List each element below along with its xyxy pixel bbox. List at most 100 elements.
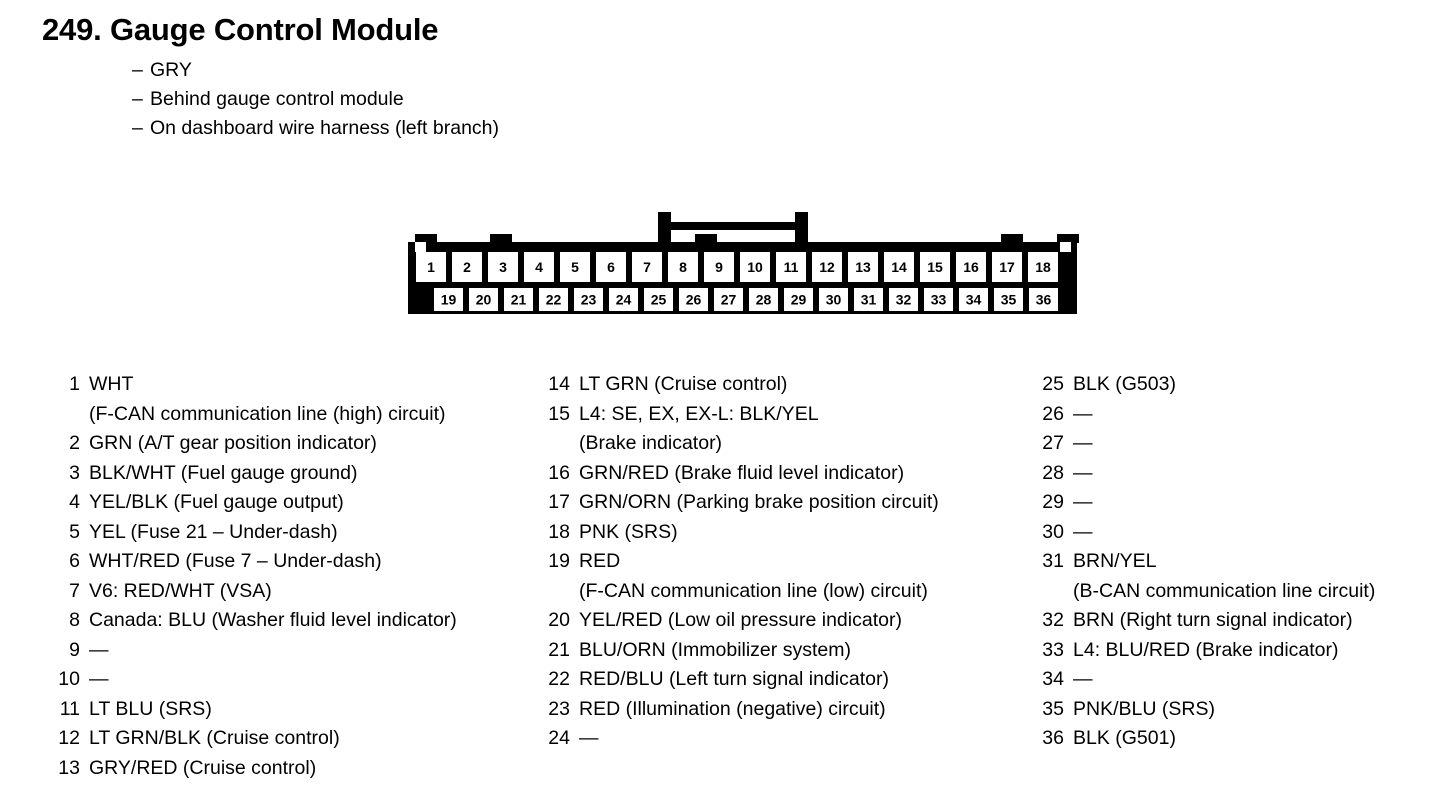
pin-number-33: 33	[931, 292, 947, 308]
pin-cavity-18	[1028, 252, 1058, 282]
pin-cavity-21	[504, 288, 533, 311]
pin-description-21: BLU/ORN (Immobilizer system)	[579, 638, 851, 661]
pin-number-23: 23	[581, 292, 597, 308]
pin-number-19: 19	[548, 550, 570, 572]
pin-cavity-19	[434, 288, 463, 311]
pin-legend-row-14: 14 LT GRN (Cruise control)	[546, 370, 1036, 400]
pin-number-2: 2	[69, 432, 80, 454]
pin-cavity-34	[959, 288, 988, 311]
pin-description-continued-19: (F-CAN communication line (low) circuit)	[579, 579, 928, 602]
pin-description-29: —	[1073, 491, 1093, 513]
pin-number-7: 7	[643, 259, 651, 275]
pin-legend-row-34: 34—	[1040, 665, 1455, 695]
connector-note-text: On dashboard wire harness (left branch)	[150, 117, 500, 139]
pin-cavity-20	[469, 288, 498, 311]
pin-cavity-33	[924, 288, 953, 311]
pin-number-21: 21	[548, 638, 570, 661]
pin-description-30: —	[1073, 520, 1093, 543]
pin-description-15: L4: SE, EX, EX-L: BLK/YEL	[579, 402, 819, 425]
pin-legend-column-2: 14 LT GRN (Cruise control) 15 L4: SE, EX, E…	[546, 370, 1036, 754]
pin-number-29: 29	[791, 292, 807, 308]
pin-number-2: 2	[463, 259, 471, 275]
pin-legend-row-30: 30—	[1040, 518, 1455, 548]
pin-number-15: 15	[548, 402, 570, 425]
pin-cavity-16	[956, 252, 986, 282]
pin-cavity-11	[776, 252, 806, 282]
pin-cavity-31	[854, 288, 883, 311]
pin-number-22: 22	[548, 668, 570, 690]
pin-number-1: 1	[427, 259, 435, 275]
pin-number-6: 6	[69, 550, 80, 572]
connector-note-text: Behind gauge control module	[150, 88, 404, 110]
pin-description-3: BLK/WHT (Fuel gauge ground)	[89, 461, 358, 484]
pin-description-25: BLK (G503)	[1073, 373, 1176, 395]
pin-number-32: 32	[1042, 609, 1064, 631]
page-title: 249. Gauge Control Module	[42, 12, 439, 47]
pin-number-20: 20	[548, 609, 570, 631]
pin-legend-row-29: 29—	[1040, 488, 1455, 518]
connector-note: – Behind gauge control module	[132, 85, 499, 114]
pin-number-4: 4	[535, 259, 543, 275]
pin-description-28: —	[1073, 461, 1093, 484]
pin-number-25: 25	[651, 292, 667, 308]
connector-notes-list: – GRY – Behind gauge control module – On…	[132, 56, 499, 143]
pin-cavity-2	[452, 252, 482, 282]
pin-description-23: RED (Illumination (negative) circuit)	[579, 697, 886, 720]
pin-description-11: LT BLU (SRS)	[89, 697, 212, 720]
pin-number-18: 18	[548, 520, 570, 543]
pin-number-24: 24	[616, 292, 632, 308]
pin-number-13: 13	[58, 756, 80, 779]
pin-cavity-23	[574, 288, 603, 311]
pin-cavity-8	[668, 252, 698, 282]
pin-number-12: 12	[819, 259, 835, 275]
pin-number-1: 1	[69, 373, 80, 395]
pin-number-26: 26	[1042, 402, 1064, 425]
pin-number-28: 28	[1042, 461, 1064, 484]
pin-description-10: —	[89, 668, 109, 690]
pin-cavity-30	[819, 288, 848, 311]
pin-description-24: —	[579, 727, 599, 749]
pin-description-12: LT GRN/BLK (Cruise control)	[89, 727, 340, 749]
pin-legend-row-26: 26—	[1040, 400, 1455, 430]
pin-number-26: 26	[686, 292, 702, 308]
pin-description-34: —	[1073, 668, 1093, 690]
pin-legend-row-10: 10 —	[56, 665, 526, 695]
pin-number-23: 23	[548, 697, 570, 720]
pin-number-31: 31	[1042, 550, 1064, 572]
pin-number-14: 14	[548, 373, 570, 395]
bullet-dash: –	[132, 59, 143, 81]
pin-number-19: 19	[441, 292, 457, 308]
pin-number-10: 10	[747, 259, 763, 275]
pin-cavity-28	[749, 288, 778, 311]
pin-number-36: 36	[1036, 292, 1052, 308]
pin-number-5: 5	[69, 520, 80, 543]
pin-number-28: 28	[756, 292, 772, 308]
bullet-dash: –	[132, 88, 143, 110]
pin-legend-row-27: 27—	[1040, 429, 1455, 459]
pin-description-14: LT GRN (Cruise control)	[579, 373, 788, 395]
pin-cavity-3	[488, 252, 518, 282]
pin-description-7: V6: RED/WHT (VSA)	[89, 579, 272, 602]
pin-number-22: 22	[546, 292, 562, 308]
pin-number-17: 17	[999, 259, 1015, 275]
pin-number-25: 25	[1042, 373, 1064, 395]
pin-cavity-24	[609, 288, 638, 311]
pin-number-10: 10	[58, 668, 80, 690]
pin-cavity-9	[704, 252, 734, 282]
